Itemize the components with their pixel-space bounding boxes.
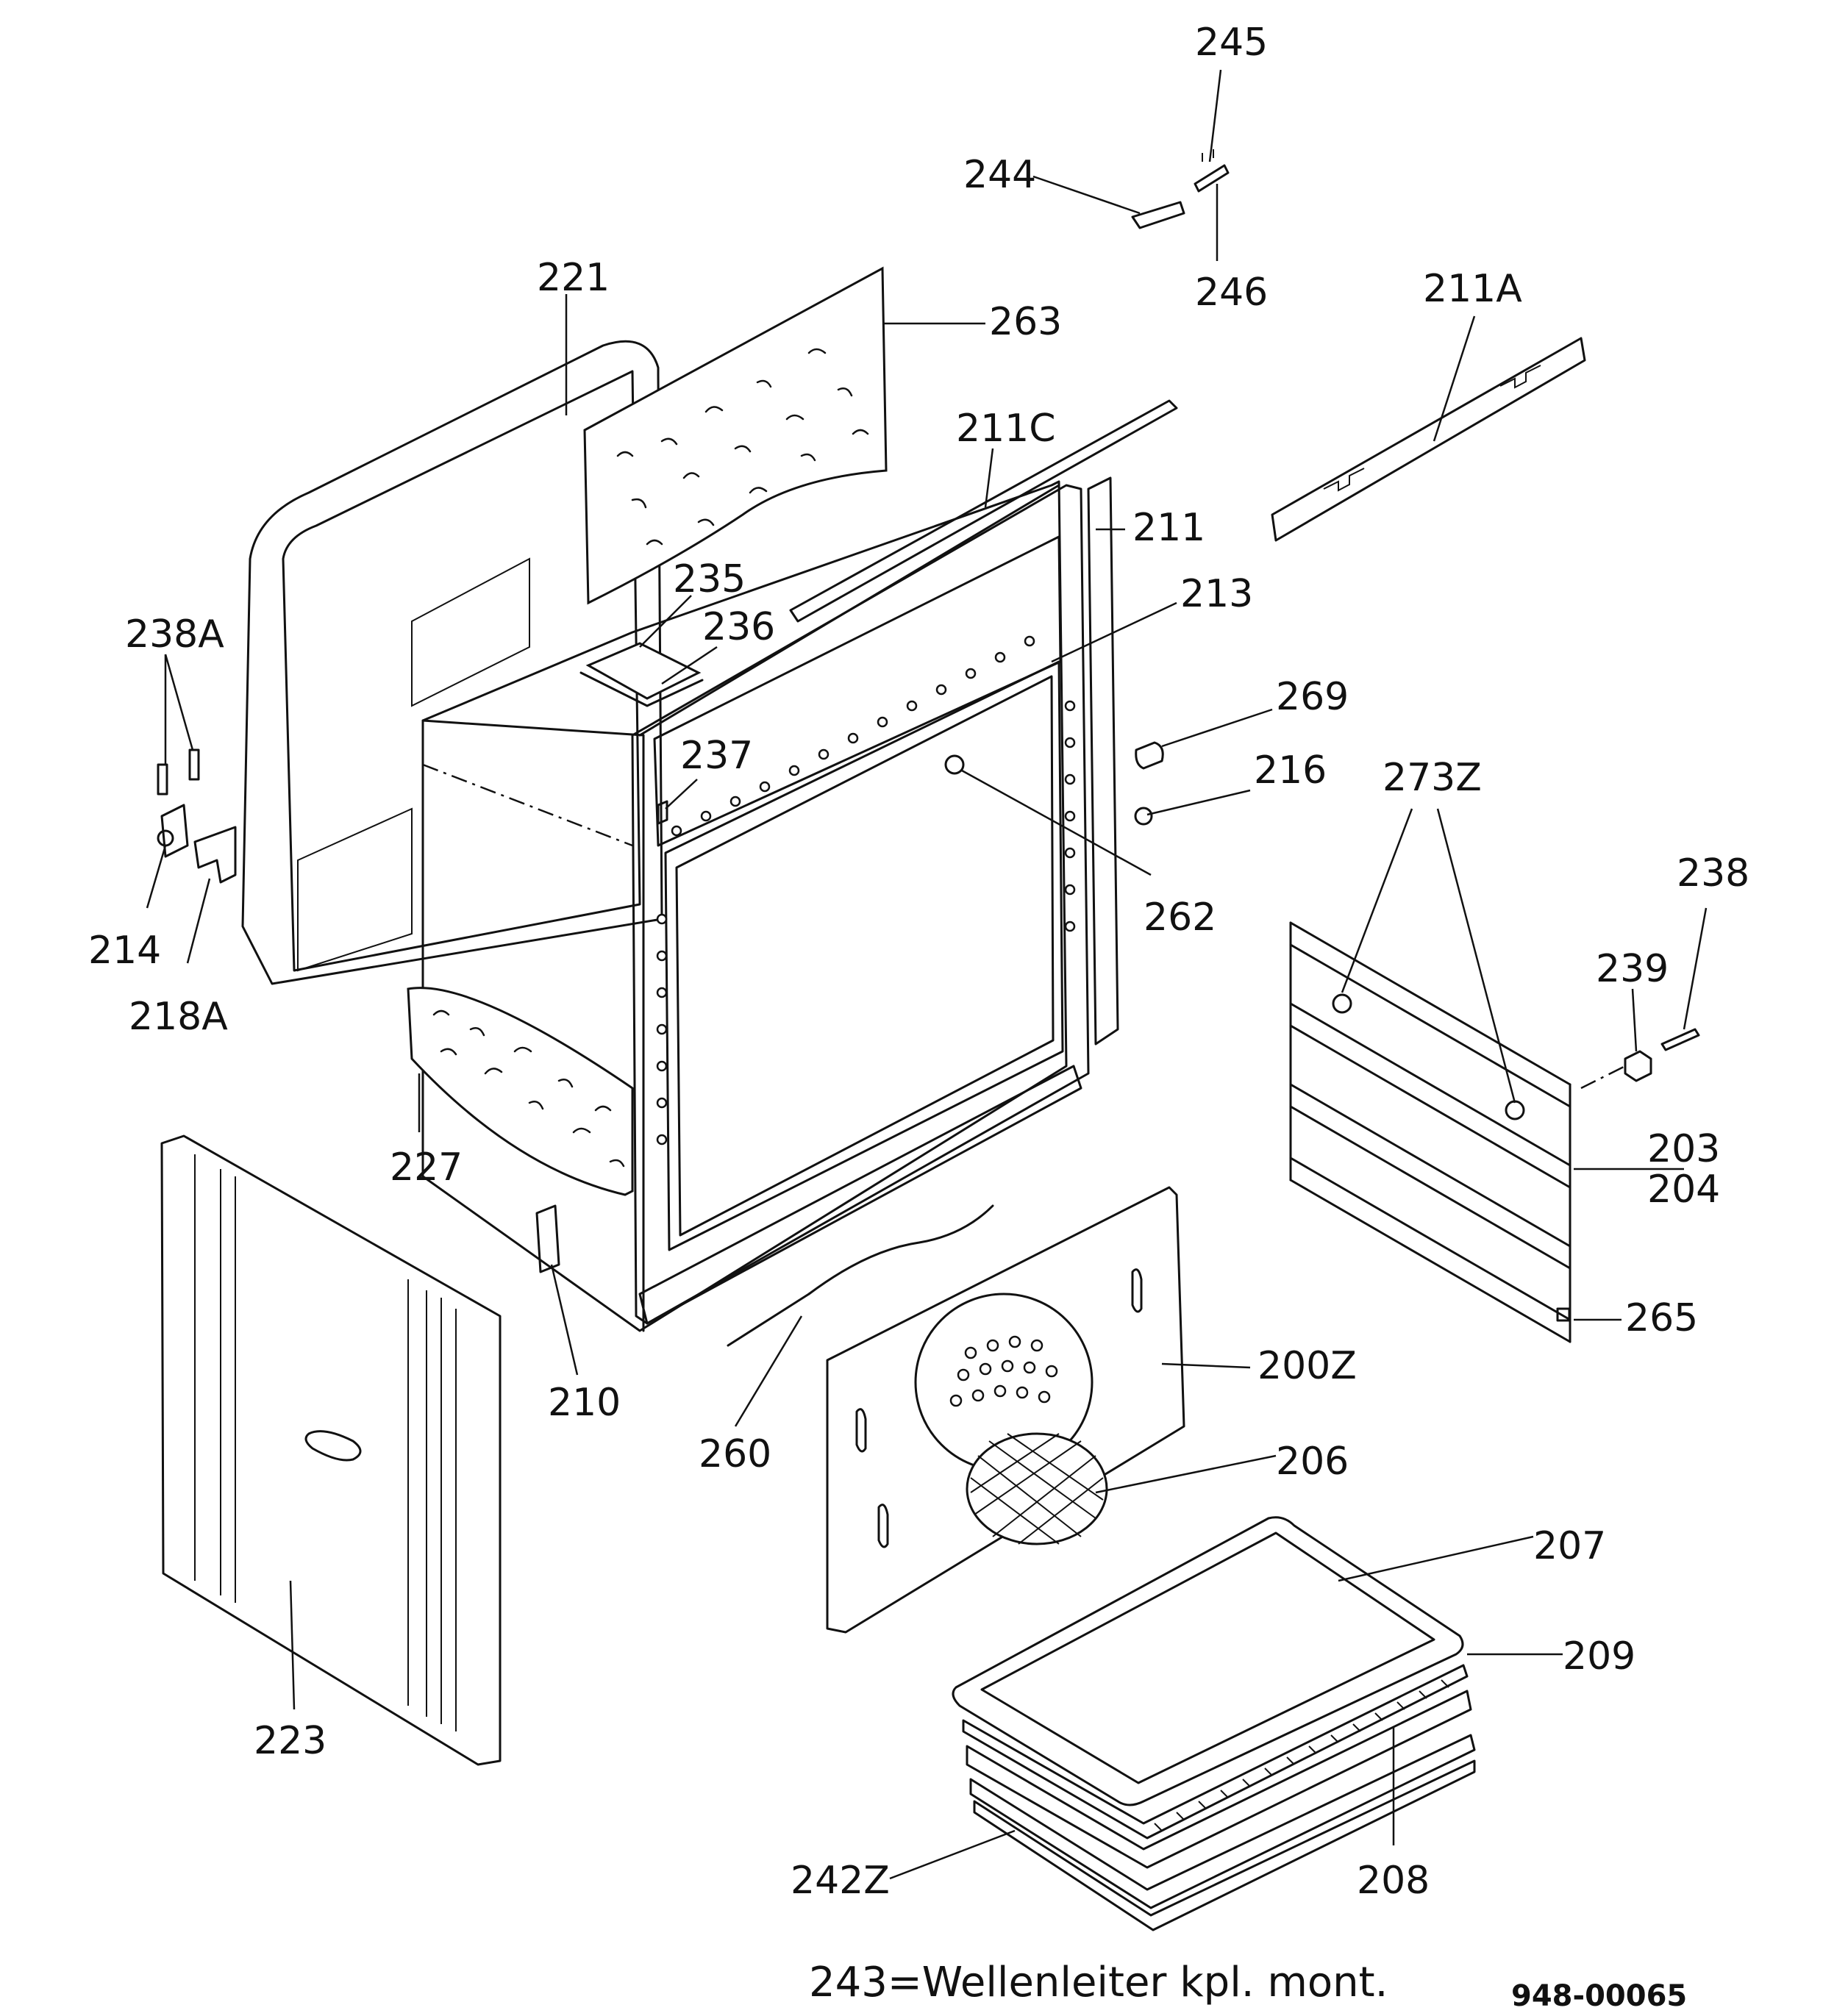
part-221-side-panel [241, 340, 663, 985]
label-209: 209 [1563, 1634, 1635, 1679]
label-262: 262 [1144, 896, 1216, 940]
part-265-foot [1556, 1307, 1571, 1322]
assembly-line [422, 763, 633, 847]
part-269-plug [1135, 741, 1164, 770]
part-235-236-cover-plate [579, 642, 704, 707]
part-labels: 245 244 246 221 263 211A 211C 211 213 23… [88, 21, 1749, 1903]
part-203-204-side-rack [1289, 921, 1572, 1343]
part-210-bracket [535, 1204, 560, 1273]
label-207: 207 [1533, 1524, 1606, 1568]
label-223: 223 [254, 1719, 327, 1763]
part-238A-screws [157, 748, 200, 796]
label-273Z: 273Z [1383, 756, 1482, 800]
label-260: 260 [699, 1432, 771, 1476]
label-216: 216 [1254, 748, 1327, 793]
part-244-clip [1131, 149, 1230, 229]
leader-lines [146, 69, 1708, 1880]
footer-note: 243=Wellenleiter kpl. mont. [809, 1959, 1388, 2006]
part-206-mesh-filter [966, 1432, 1108, 1545]
label-203: 203 [1647, 1127, 1720, 1171]
label-204: 204 [1647, 1168, 1720, 1212]
label-206: 206 [1276, 1440, 1349, 1484]
part-218A-bracket [193, 826, 237, 884]
label-263: 263 [989, 300, 1062, 344]
label-211A: 211A [1423, 267, 1522, 311]
part-260-sensor [727, 1204, 994, 1347]
part-223-door-panel [160, 1134, 502, 1766]
part-216-nut [1134, 807, 1153, 826]
label-242Z: 242Z [791, 1859, 890, 1903]
drawing-number: 948-00065 [1511, 1979, 1687, 2013]
label-214: 214 [88, 929, 161, 973]
label-238: 238 [1677, 851, 1749, 896]
label-265: 265 [1625, 1296, 1698, 1340]
label-244: 244 [963, 153, 1036, 197]
part-239-238-screw-nut [1624, 1028, 1700, 1082]
label-246: 246 [1195, 271, 1268, 315]
part-237-lamp [657, 800, 668, 825]
part-211A-rail [1271, 337, 1586, 542]
label-208: 208 [1357, 1859, 1430, 1903]
part-214-hinge [157, 804, 189, 858]
part-209-grid-rack [962, 1664, 1469, 1840]
label-211: 211 [1132, 506, 1205, 550]
label-227: 227 [390, 1145, 463, 1190]
label-200Z: 200Z [1257, 1344, 1357, 1388]
part-263-insulation-top [583, 266, 888, 605]
part-227-insulation-bottom [407, 987, 634, 1196]
label-239: 239 [1596, 947, 1669, 991]
oven-cavity-body [421, 476, 1119, 1332]
part-207-baking-tray [952, 1516, 1464, 1806]
label-218A: 218A [129, 995, 228, 1039]
assembly-line [1580, 1065, 1626, 1090]
label-221: 221 [537, 256, 610, 300]
label-235: 235 [673, 557, 746, 601]
part-242Z-drip-tray [969, 1734, 1476, 1931]
label-210: 210 [548, 1381, 621, 1425]
label-245: 245 [1195, 21, 1268, 65]
label-236: 236 [702, 605, 775, 649]
part-208-tray [966, 1690, 1472, 1869]
label-269: 269 [1276, 675, 1349, 719]
label-237: 237 [680, 734, 753, 778]
part-200Z-rear-panel [826, 1186, 1185, 1634]
part-262-lamp-holder [944, 754, 965, 775]
label-211C: 211C [956, 407, 1056, 451]
part-211C-top-bar [789, 399, 1178, 623]
label-238A: 238A [125, 612, 224, 657]
label-213: 213 [1180, 572, 1253, 616]
